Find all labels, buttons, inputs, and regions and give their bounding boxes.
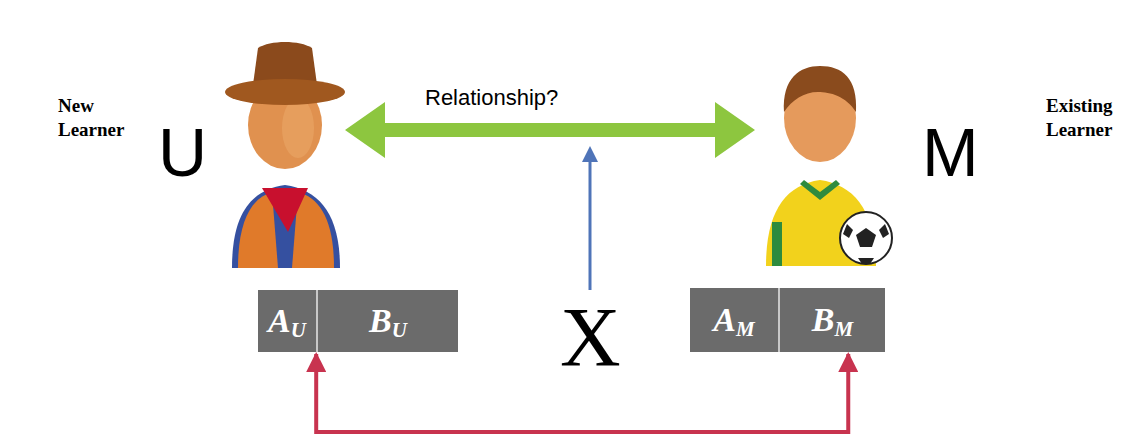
role-label: New Learner	[58, 94, 138, 142]
arrow-label: Relationship?	[425, 86, 558, 110]
pointer-line	[589, 160, 592, 290]
variable-symbol: A	[713, 303, 736, 337]
cowboy-icon	[225, 42, 345, 268]
variable-cell: BU	[318, 290, 458, 352]
role-label: Existing Learner	[1046, 94, 1126, 142]
player-icon	[766, 66, 892, 266]
variable-label: X	[560, 296, 621, 380]
variable-symbol: B	[369, 304, 392, 338]
variable-subscript: U	[291, 320, 306, 341]
variable-cell: AM	[690, 288, 780, 352]
variable-cell: BM	[780, 288, 885, 352]
variable-subscript: U	[392, 320, 407, 341]
variable-symbol: B	[812, 303, 835, 337]
pointer-head	[582, 146, 598, 162]
variable-subscript: M	[736, 319, 755, 340]
learner-letter: U	[158, 118, 207, 186]
variable-cell: AU	[258, 290, 318, 352]
learner-letter: M	[922, 118, 979, 186]
variable-subscript: M	[835, 319, 854, 340]
variable-symbol: A	[268, 304, 291, 338]
relationship-arrow	[345, 102, 755, 158]
